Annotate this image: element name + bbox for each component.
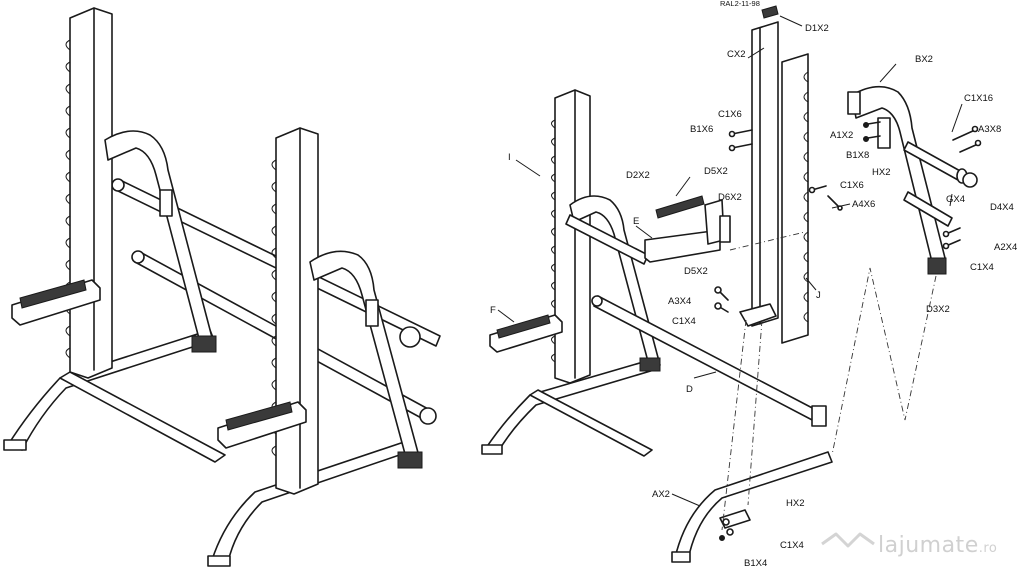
exploded-arch <box>569 195 661 370</box>
upright-CX2 <box>751 21 779 327</box>
callout-i: I <box>508 152 511 163</box>
pad-D2X2 <box>655 195 705 219</box>
callout-a3x4: A3X4 <box>668 296 691 307</box>
callout-d2x2: D2X2 <box>626 170 650 181</box>
rear-arch <box>104 130 215 351</box>
callout-bx2: BX2 <box>915 54 933 65</box>
cap-D4X4 <box>962 172 978 188</box>
callout-b1x4: B1X4 <box>744 558 767 569</box>
callout-gx4: GX4 <box>946 194 965 205</box>
base-link <box>59 371 226 463</box>
callout-c1x16: C1X16 <box>964 93 993 104</box>
callout-j: J <box>816 290 821 301</box>
callout-a2x4: A2X4 <box>994 242 1017 253</box>
callout-d5x2-bot: D5X2 <box>684 266 708 277</box>
watermark: lajumate.ro <box>878 533 997 558</box>
upper-bar-exploded <box>565 214 649 265</box>
front-upright <box>275 127 319 495</box>
callout-cx2: CX2 <box>727 49 745 60</box>
exploded-view <box>481 5 982 563</box>
callout-d: D <box>686 384 693 395</box>
base-AX2 <box>674 451 833 561</box>
hook-strip-J <box>781 53 809 344</box>
callout-d3x2: D3X2 <box>926 304 950 315</box>
rear-upright <box>69 7 113 379</box>
callout-ax2: AX2 <box>652 489 670 500</box>
foot-plate <box>3 439 27 451</box>
callout-b1x6: B1X6 <box>690 124 713 135</box>
callout-e: E <box>633 216 639 227</box>
callout-d5x2-top: D5X2 <box>704 166 728 177</box>
hardware <box>714 121 982 541</box>
rubber-foot <box>191 335 217 353</box>
callout-f: F <box>490 305 496 316</box>
foot-D3X2 <box>927 257 947 275</box>
callout-hx2-top: HX2 <box>872 167 890 178</box>
callout-a1x2: A1X2 <box>830 130 853 141</box>
rubber-foot <box>397 451 423 469</box>
callout-d4x4: D4X4 <box>990 202 1014 213</box>
callout-hx2-bot: HX2 <box>786 498 804 509</box>
watermark-logo-icon <box>821 532 875 548</box>
callout-c1x4-bot: C1X4 <box>780 540 804 551</box>
callout-c1x4-mid: C1X4 <box>672 316 696 327</box>
callout-d6x2: D6X2 <box>718 192 742 203</box>
assembly-lines <box>721 231 937 531</box>
callout-a4x6: A4X6 <box>852 199 875 210</box>
callout-c1x6-top: C1X6 <box>718 109 742 120</box>
callout-b1x8: B1X8 <box>846 150 869 161</box>
assembled-rack <box>3 7 441 567</box>
exploded-base-link <box>529 389 653 457</box>
arch-BX2 <box>851 85 946 263</box>
front-arch <box>309 250 421 466</box>
callout-labels: RAL2-11-98 D1X2 CX2 BX2 C1X16 C1X6 B1X6 … <box>490 0 1017 569</box>
cap-D1X2 <box>761 5 779 19</box>
watermark-text: lajumate <box>878 533 979 558</box>
callout-a3x8: A3X8 <box>978 124 1001 135</box>
exploded-upright-I <box>554 89 591 384</box>
watermark-suffix: .ro <box>978 541 998 556</box>
leader-lines <box>497 15 963 507</box>
callout-c1x4-right: C1X4 <box>970 262 994 273</box>
drawing-code: RAL2-11-98 <box>720 0 760 8</box>
callout-d1x2: D1X2 <box>805 23 829 34</box>
foot-plate <box>207 555 231 567</box>
callout-c1x6-mid: C1X6 <box>840 180 864 191</box>
